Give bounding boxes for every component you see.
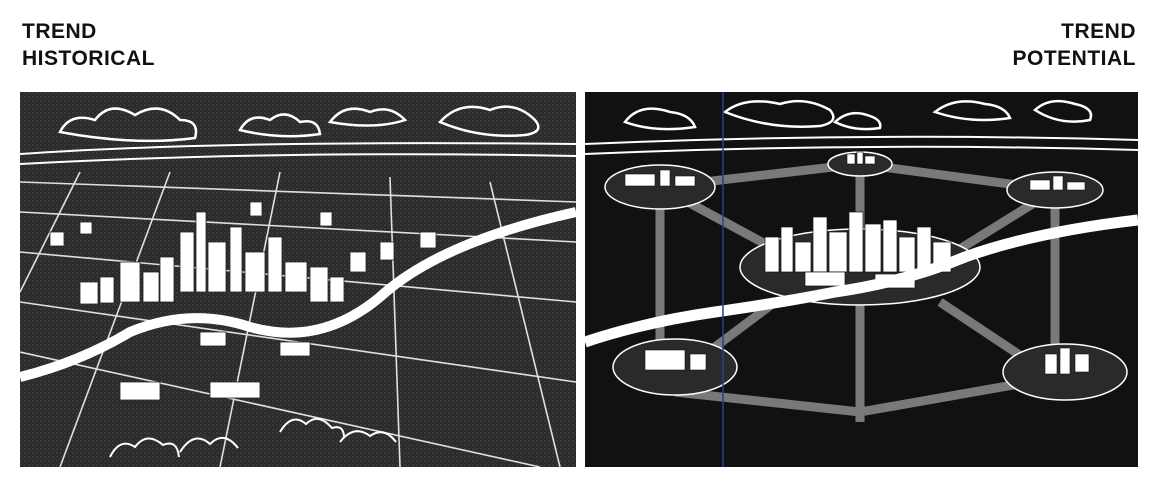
river <box>20 207 576 382</box>
potential-caption: TREND POTENTIAL <box>1013 18 1137 72</box>
foreground-trees <box>109 417 397 458</box>
potential-caption-line2: POTENTIAL <box>1012 47 1136 70</box>
satellite-towns <box>604 151 1128 401</box>
historical-caption-line2: HISTORICAL <box>22 47 155 70</box>
clouds <box>622 99 1093 131</box>
historical-city-drawing <box>20 92 576 467</box>
town-buildings <box>624 151 1090 375</box>
potential-caption-line1: TREND <box>1061 20 1136 43</box>
historical-caption-line1: TREND <box>22 20 97 43</box>
city-buildings <box>49 201 437 401</box>
historical-caption: TREND HISTORICAL <box>22 18 155 72</box>
river <box>585 214 1138 348</box>
potential-city-drawing <box>585 92 1138 467</box>
potential-city-illustration <box>585 92 1138 467</box>
historical-city-illustration <box>20 92 576 467</box>
clouds <box>58 105 540 143</box>
central-city-buildings <box>764 211 952 289</box>
